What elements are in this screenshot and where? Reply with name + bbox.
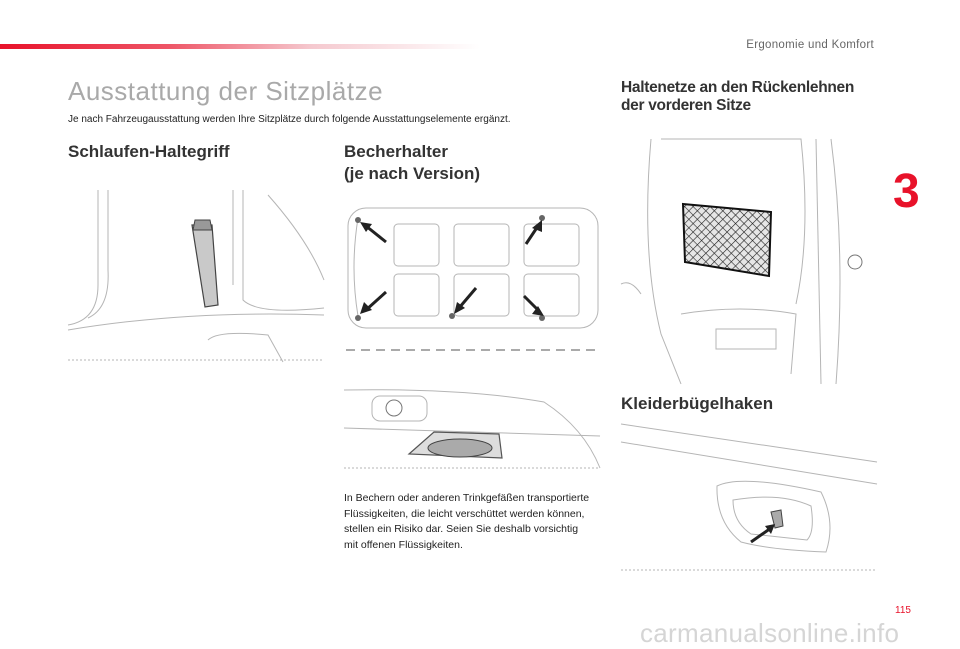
chapter-number: 3: [893, 165, 920, 218]
cup-holder-warning-text: In Bechern oder anderen Trinkgefäßen tra…: [344, 492, 590, 551]
grab-handle-heading: Schlaufen-Haltegriff: [68, 142, 230, 161]
coat-hook-heading: Kleiderbügelhaken: [621, 394, 774, 413]
seatback-net-illustration: [620, 138, 863, 385]
intro-text: Je nach Fahrzeugausstattung werden Ihre …: [68, 114, 511, 125]
cup-holder-heading-line2: (je nach Version): [344, 164, 481, 183]
watermark: carmanualsonline.info: [640, 618, 900, 648]
seatback-nets-heading-line1: Haltenetze an den Rückenlehnen: [621, 79, 855, 96]
coat-hook-illustration: [620, 423, 878, 571]
cup-holder-illustration: [343, 389, 601, 469]
section-header: Ergonomie und Komfort: [746, 39, 874, 51]
page-number: 115: [895, 605, 911, 616]
seatback-nets-heading-line2: der vorderen Sitze: [621, 97, 751, 114]
grab-handle-illustration: [67, 190, 325, 363]
vehicle-floorplan-illustration: [346, 207, 599, 351]
page-title: Ausstattung der Sitzplätze: [68, 76, 384, 106]
cup-holder-heading-line1: Becherhalter: [344, 142, 448, 161]
header-accent-bar: [0, 44, 480, 49]
